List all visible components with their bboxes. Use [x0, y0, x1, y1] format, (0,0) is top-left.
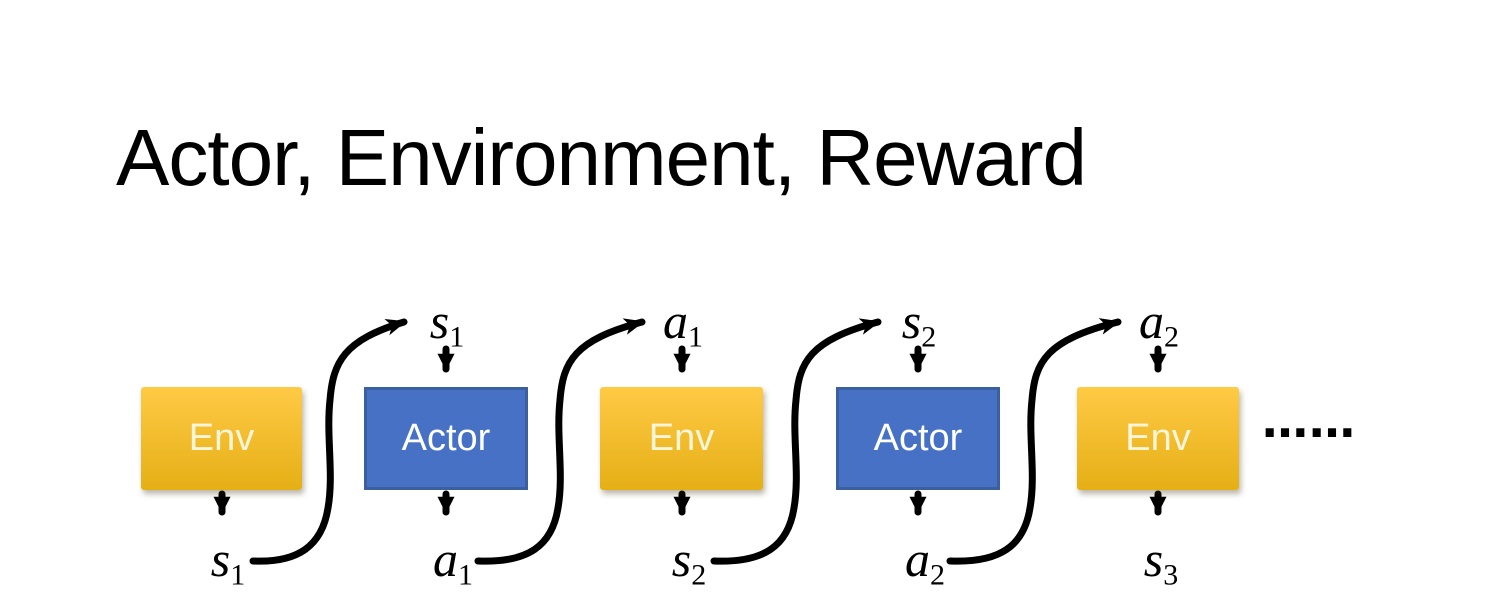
label-s2-top-sub: 2 [921, 320, 937, 354]
label-a2-top-base: a [1139, 293, 1164, 349]
label-a1-bottom-sub: 1 [458, 558, 473, 592]
label-s1-top: s1 [429, 293, 464, 352]
actor-box-2: Actor [836, 387, 1000, 490]
continuation-ellipsis: …… [1262, 394, 1356, 448]
actor-box-2-label: Actor [873, 417, 963, 459]
env-box-1-label: Env [188, 417, 255, 459]
curve-a2-bottom-to-top [946, 318, 1122, 565]
curve-s1-bottom-to-top [249, 318, 408, 565]
actor-box-1: Actor [364, 387, 528, 490]
label-s2-bottom: s2 [671, 531, 706, 590]
label-a2-top: a2 [1139, 293, 1179, 352]
label-a1-bottom-base: a [433, 531, 458, 587]
label-a1-bottom: a1 [433, 531, 473, 590]
curve-a1-bottom-to-top [474, 318, 646, 565]
label-s1-top-sub: 1 [449, 320, 465, 354]
slide-title: Actor, Environment, Reward [116, 113, 1087, 202]
label-a1-top-base: a [663, 293, 688, 349]
env-box-2: Env [600, 387, 763, 490]
label-s2-bottom-sub: 2 [691, 558, 707, 592]
env-box-3: Env [1077, 387, 1239, 490]
label-s3-bottom-sub: 3 [1163, 558, 1179, 592]
label-a2-bottom-base: a [905, 531, 930, 587]
actor-box-1-label: Actor [401, 417, 491, 459]
label-s3-bottom-base: s [1143, 531, 1164, 587]
env-box-2-label: Env [648, 417, 715, 459]
label-a1-top-sub: 1 [688, 320, 703, 354]
label-s2-top: s2 [901, 293, 936, 352]
label-a2-bottom: a2 [905, 531, 945, 590]
label-s2-top-base: s [901, 293, 922, 349]
label-s1-bottom-base: s [210, 531, 231, 587]
curve-s2-bottom-to-top [710, 318, 882, 565]
env-box-1: Env [141, 387, 302, 490]
label-s1-top-base: s [429, 293, 450, 349]
label-s3-bottom: s3 [1143, 531, 1178, 590]
label-s1-bottom: s1 [210, 531, 245, 590]
label-s2-bottom-base: s [671, 531, 692, 587]
env-box-3-label: Env [1125, 417, 1191, 459]
label-a2-bottom-sub: 2 [930, 558, 945, 592]
label-a1-top: a1 [663, 293, 703, 352]
label-s1-bottom-sub: 1 [230, 558, 246, 592]
label-a2-top-sub: 2 [1164, 320, 1179, 354]
